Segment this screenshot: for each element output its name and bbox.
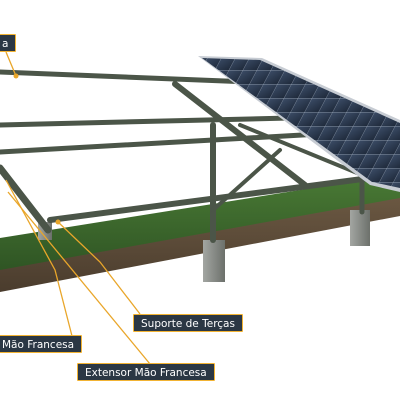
brace-back (238, 123, 364, 177)
rail-top (0, 69, 253, 85)
callout-label-top: a (0, 34, 17, 52)
steel-frame (0, 69, 373, 243)
solar-panel (198, 56, 400, 192)
beam-left-diagonal (0, 164, 52, 234)
callout-label-mao-francesa: Mão Francesa (0, 335, 83, 353)
grass-surface (0, 174, 400, 270)
ground (0, 174, 400, 292)
leader-top (5, 51, 17, 77)
leader-suporte-dot (55, 219, 61, 225)
rail-upper (0, 115, 293, 128)
panel-cells (202, 58, 400, 188)
leader-lines (5, 51, 151, 365)
footing-front (203, 240, 225, 282)
leader-top-dot (13, 73, 19, 79)
beam-center-diagonal (172, 81, 308, 188)
callout-label-suporte-tercas: Suporte de Terças (133, 314, 243, 332)
leader-suporte (57, 221, 141, 315)
callout-label-extensor-mao-francesa: Extensor Mão Francesa (77, 363, 215, 381)
leader-extensor (7, 191, 151, 365)
soil-edge (0, 196, 400, 292)
footing-back (350, 210, 370, 246)
brace-center (211, 148, 282, 212)
